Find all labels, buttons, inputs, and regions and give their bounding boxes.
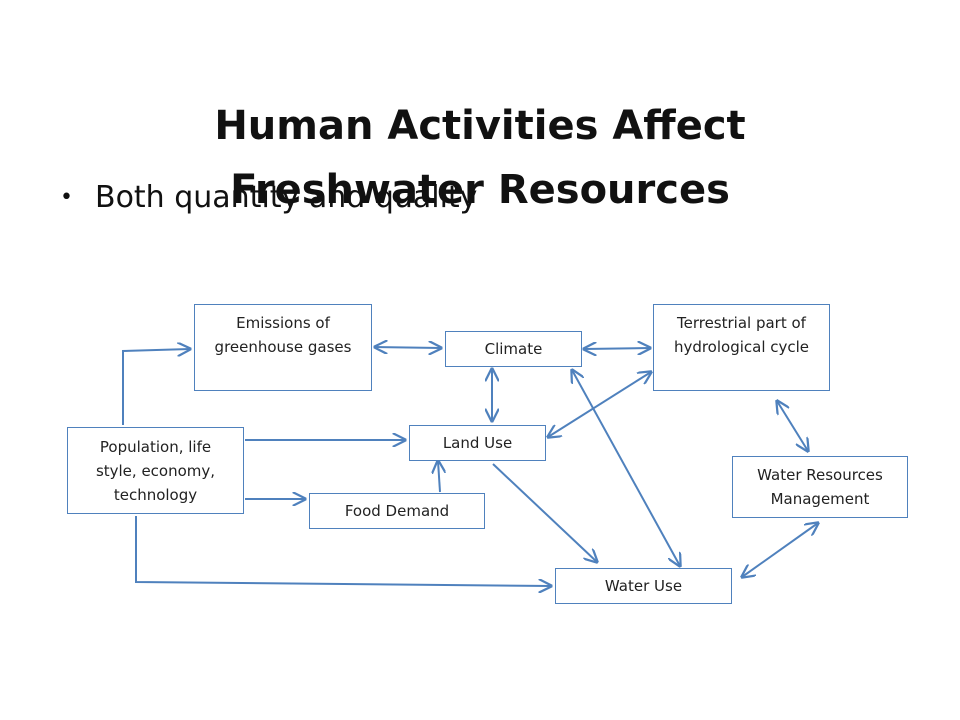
arrow-food-to-landuse — [438, 461, 440, 493]
arrow-emissions-climate — [375, 347, 441, 348]
node-water-resources-management: Water Resources Management — [732, 456, 908, 518]
node-water-use-label: Water Use — [604, 577, 683, 595]
arrow-landuse-to-wateruse — [492, 463, 597, 562]
arrow-wateruse-wrm — [742, 523, 818, 577]
arrow-population-to-emissions — [122, 349, 190, 425]
arrow-population-to-wateruse — [135, 516, 551, 586]
slide-title: Human Activities Affect Freshwater Resou… — [130, 94, 830, 222]
node-water-use: Water Use — [555, 568, 732, 604]
arrow-climate-terrestrial — [584, 348, 650, 349]
node-terrestrial-label: Terrestrial part of hydrological cycle — [673, 314, 810, 356]
node-emissions: Emissions of greenhouse gases — [194, 304, 372, 391]
node-land-use: Land Use — [409, 425, 546, 461]
node-population-label: Population, life style, economy, technol… — [95, 437, 216, 504]
node-food-demand-label: Food Demand — [344, 502, 450, 520]
node-food-demand: Food Demand — [309, 493, 485, 529]
bullet-dot-icon: • — [60, 185, 73, 210]
node-emissions-label: Emissions of greenhouse gases — [214, 314, 352, 356]
node-climate: Climate — [445, 331, 582, 367]
node-land-use-label: Land Use — [442, 434, 513, 452]
node-population: Population, life style, economy, technol… — [67, 427, 244, 514]
node-terrestrial: Terrestrial part of hydrological cycle — [653, 304, 830, 391]
bullet-text: Both quantity and quality — [94, 180, 478, 215]
title-line-1: Human Activities Affect — [214, 103, 746, 149]
title-line-2: Freshwater Resources — [230, 167, 730, 213]
bullet-item: • Both quantity and quality — [60, 180, 477, 215]
arrow-landuse-terrestrial — [548, 372, 651, 437]
arrow-climate-wateruse — [572, 370, 680, 566]
node-climate-label: Climate — [484, 340, 543, 358]
node-water-resources-label: Water Resources Management — [757, 466, 883, 508]
arrow-terrestrial-wrm — [777, 401, 808, 451]
